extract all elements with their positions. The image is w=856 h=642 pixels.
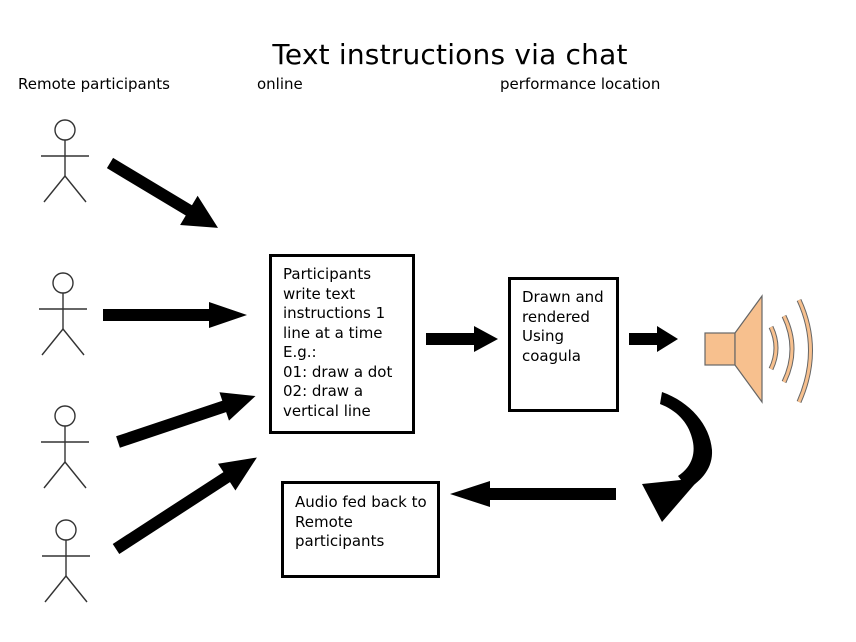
stick-figure-icon xyxy=(41,519,91,603)
diagram-title: Text instructions via chat xyxy=(272,38,628,71)
curved-arrow-icon xyxy=(642,392,713,522)
label-performance-location: performance location xyxy=(500,75,661,93)
arrow-icon xyxy=(116,392,256,448)
audio-feedback-box: Audio fed back to Remote participants xyxy=(281,481,440,578)
arrow-icon xyxy=(112,457,257,555)
stick-figure-icon xyxy=(40,405,90,489)
speaker-icon xyxy=(704,294,813,404)
drawn-rendered-box: Drawn and rendered Using coagula xyxy=(508,277,619,412)
arrow-icon xyxy=(106,157,219,228)
label-remote-participants: Remote participants xyxy=(18,75,170,93)
stick-figure-icon xyxy=(38,272,88,356)
arrow-icon xyxy=(103,302,247,328)
arrow-icon xyxy=(450,481,616,507)
participants-instructions-box: Participants write text instructions 1 l… xyxy=(269,254,415,434)
stick-figure-icon xyxy=(40,119,90,203)
arrow-icon xyxy=(629,326,678,352)
label-online: online xyxy=(257,75,303,93)
arrow-icon xyxy=(426,326,498,352)
